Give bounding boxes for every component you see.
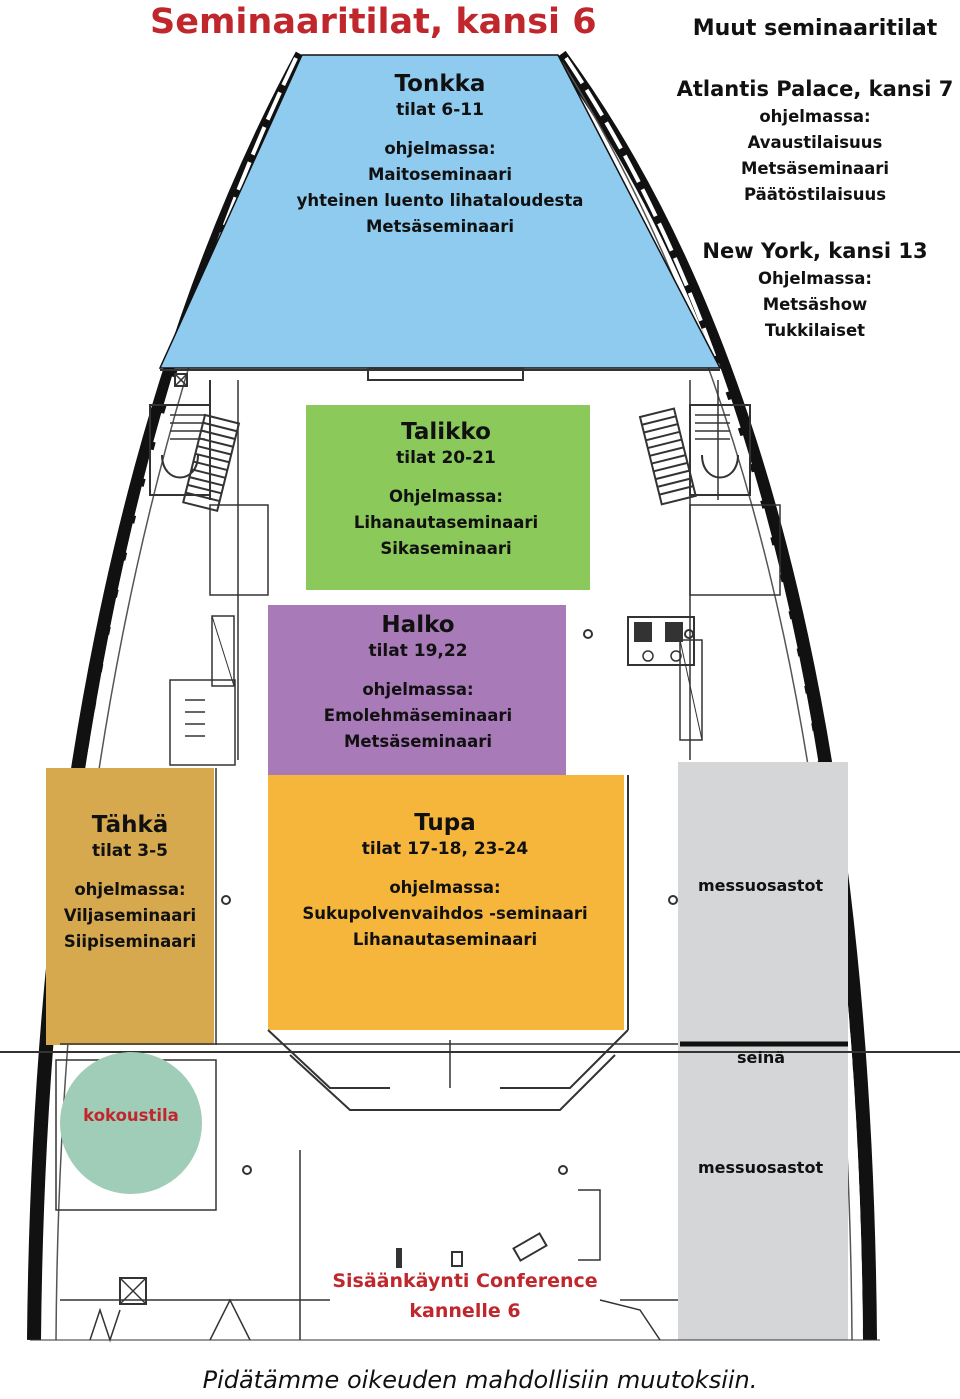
room-spaces: tilat 17-18, 23-24 <box>361 839 529 859</box>
room-name: Tonkka <box>394 71 486 97</box>
hull-left-inner <box>42 57 298 1341</box>
room-program-item: Sikaseminaari <box>380 539 512 558</box>
entrance-label: Sisäänkäynti Conference kannelle 6 <box>320 1266 610 1326</box>
venue-program-item: Päätöstilaisuus <box>743 185 887 204</box>
room-name: Tähkä <box>91 812 169 838</box>
room-tupa: Tupa tilat 17-18, 23-24 ohjelmassa: Suku… <box>270 809 620 953</box>
stairs-right <box>638 404 751 506</box>
room-program-label: ohjelmassa: <box>384 139 496 158</box>
room-halko-area <box>268 605 566 775</box>
other-venues: Muut seminaaritilat Atlantis Palace, kan… <box>670 14 960 344</box>
entrance-line-1: Sisäänkäynti Conference <box>332 1270 598 1292</box>
room-program-label: ohjelmassa: <box>389 878 501 897</box>
venue-program-label: ohjelmassa: <box>759 107 871 126</box>
exhibition-label-bottom: messuosastot <box>698 1158 824 1177</box>
meeting-room-label: kokoustila <box>83 1106 179 1125</box>
room-program-item: Lihanautaseminaari <box>352 930 538 949</box>
room-spaces: tilat 19,22 <box>368 641 468 661</box>
room-program-item: Viljaseminaari <box>63 906 197 925</box>
room-program-item: Emolehmäseminaari <box>323 706 513 725</box>
room-halko: Halko tilat 19,22 ohjelmassa: Emolehmäse… <box>268 611 568 755</box>
venue-program-item: Metsäshow <box>762 295 868 314</box>
room-name: Halko <box>381 612 455 638</box>
room-program-label: ohjelmassa: <box>74 880 186 899</box>
venue-name: Atlantis Palace, kansi 7 <box>676 77 954 101</box>
venue-name: New York, kansi 13 <box>702 239 928 263</box>
hull-right-inner <box>564 56 863 1341</box>
room-talikko-area <box>306 405 590 590</box>
room-program-item: Sukupolvenvaihdos -seminaari <box>302 904 588 923</box>
venue-program-item: Avaustilaisuus <box>747 133 883 152</box>
stairs-left <box>149 404 241 513</box>
exhibition-label-top: messuosastot <box>698 876 824 895</box>
room-program-item: Maitoseminaari <box>367 165 513 184</box>
room-program-item: Metsäseminaari <box>365 217 515 236</box>
room-program-item: yhteinen luento lihataloudesta <box>296 191 584 210</box>
room-tonkka-area <box>158 54 722 369</box>
room-program-item: Siipiseminaari <box>63 932 197 951</box>
venue-program-label: Ohjelmassa: <box>758 269 872 288</box>
room-name: Talikko <box>401 419 491 445</box>
other-venues-title: Muut seminaaritilat <box>692 16 938 41</box>
room-program-item: Lihanautaseminaari <box>353 513 539 532</box>
room-spaces: tilat 20-21 <box>396 448 496 468</box>
wall-label: seinä <box>737 1048 786 1067</box>
room-spaces: tilat 3-5 <box>91 841 168 861</box>
venue-program-item: Metsäseminaari <box>740 159 890 178</box>
room-program-label: Ohjelmassa: <box>389 487 503 506</box>
venue-program-item: Tukkilaiset <box>764 321 866 340</box>
room-tahka: Tähkä tilat 3-5 ohjelmassa: Viljaseminaa… <box>46 811 214 955</box>
page-title: Seminaaritilat, kansi 6 <box>150 2 597 42</box>
room-tonkka: Tonkka tilat 6-11 ohjelmassa: Maitosemin… <box>280 70 600 240</box>
disclaimer-footnote: Pidätämme oikeuden mahdollisiin muutoksi… <box>202 1366 758 1394</box>
room-program-label: ohjelmassa: <box>362 680 474 699</box>
meeting-room-circle <box>60 1052 202 1194</box>
room-tahka-area <box>46 768 214 1045</box>
room-spaces: tilat 6-11 <box>396 100 484 120</box>
room-program-item: Metsäseminaari <box>343 732 493 751</box>
room-name: Tupa <box>414 810 476 836</box>
room-tupa-area <box>268 775 624 1030</box>
entrance-line-2: kannelle 6 <box>409 1300 521 1322</box>
room-talikko: Talikko tilat 20-21 Ohjelmassa: Lihanaut… <box>306 418 586 562</box>
